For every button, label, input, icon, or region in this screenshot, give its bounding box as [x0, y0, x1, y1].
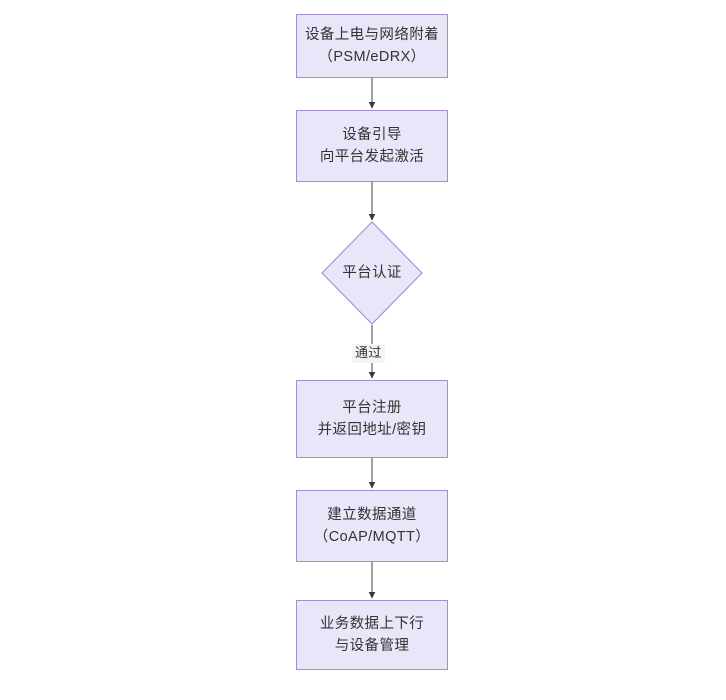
node-service-data[interactable]: 业务数据上下行 与设备管理 [296, 600, 448, 670]
node-data-channel-line-1: 建立数据通道 [327, 506, 417, 523]
node-platform-register-line-1: 平台注册 [342, 399, 402, 416]
node-data-channel-line-2: （CoAP/MQTT） [313, 529, 431, 545]
node-service-data-line-2: 与设备管理 [334, 638, 410, 654]
node-platform-auth[interactable]: 平台认证 [321, 221, 423, 325]
node-platform-register-line-2: 并返回地址/密钥 [317, 422, 427, 438]
diamond-shape [321, 221, 423, 325]
node-platform-register[interactable]: 平台注册 并返回地址/密钥 [296, 380, 448, 458]
node-power-on-line-1: 设备上电与网络附着 [304, 26, 440, 43]
node-service-data-line-1: 业务数据上下行 [319, 615, 425, 632]
edge-label-pass: 通过 [352, 344, 385, 363]
node-bootstrap-line-2: 向平台发起激活 [319, 149, 425, 165]
node-bootstrap-line-1: 设备引导 [342, 126, 402, 143]
node-platform-auth-label: 平台认证 [342, 264, 402, 281]
edge-label-pass-text: 通过 [355, 345, 382, 360]
node-bootstrap[interactable]: 设备引导 向平台发起激活 [296, 110, 448, 182]
node-power-on[interactable]: 设备上电与网络附着 （PSM/eDRX） [296, 14, 448, 78]
node-data-channel[interactable]: 建立数据通道 （CoAP/MQTT） [296, 490, 448, 562]
node-power-on-line-2: （PSM/eDRX） [318, 49, 426, 65]
